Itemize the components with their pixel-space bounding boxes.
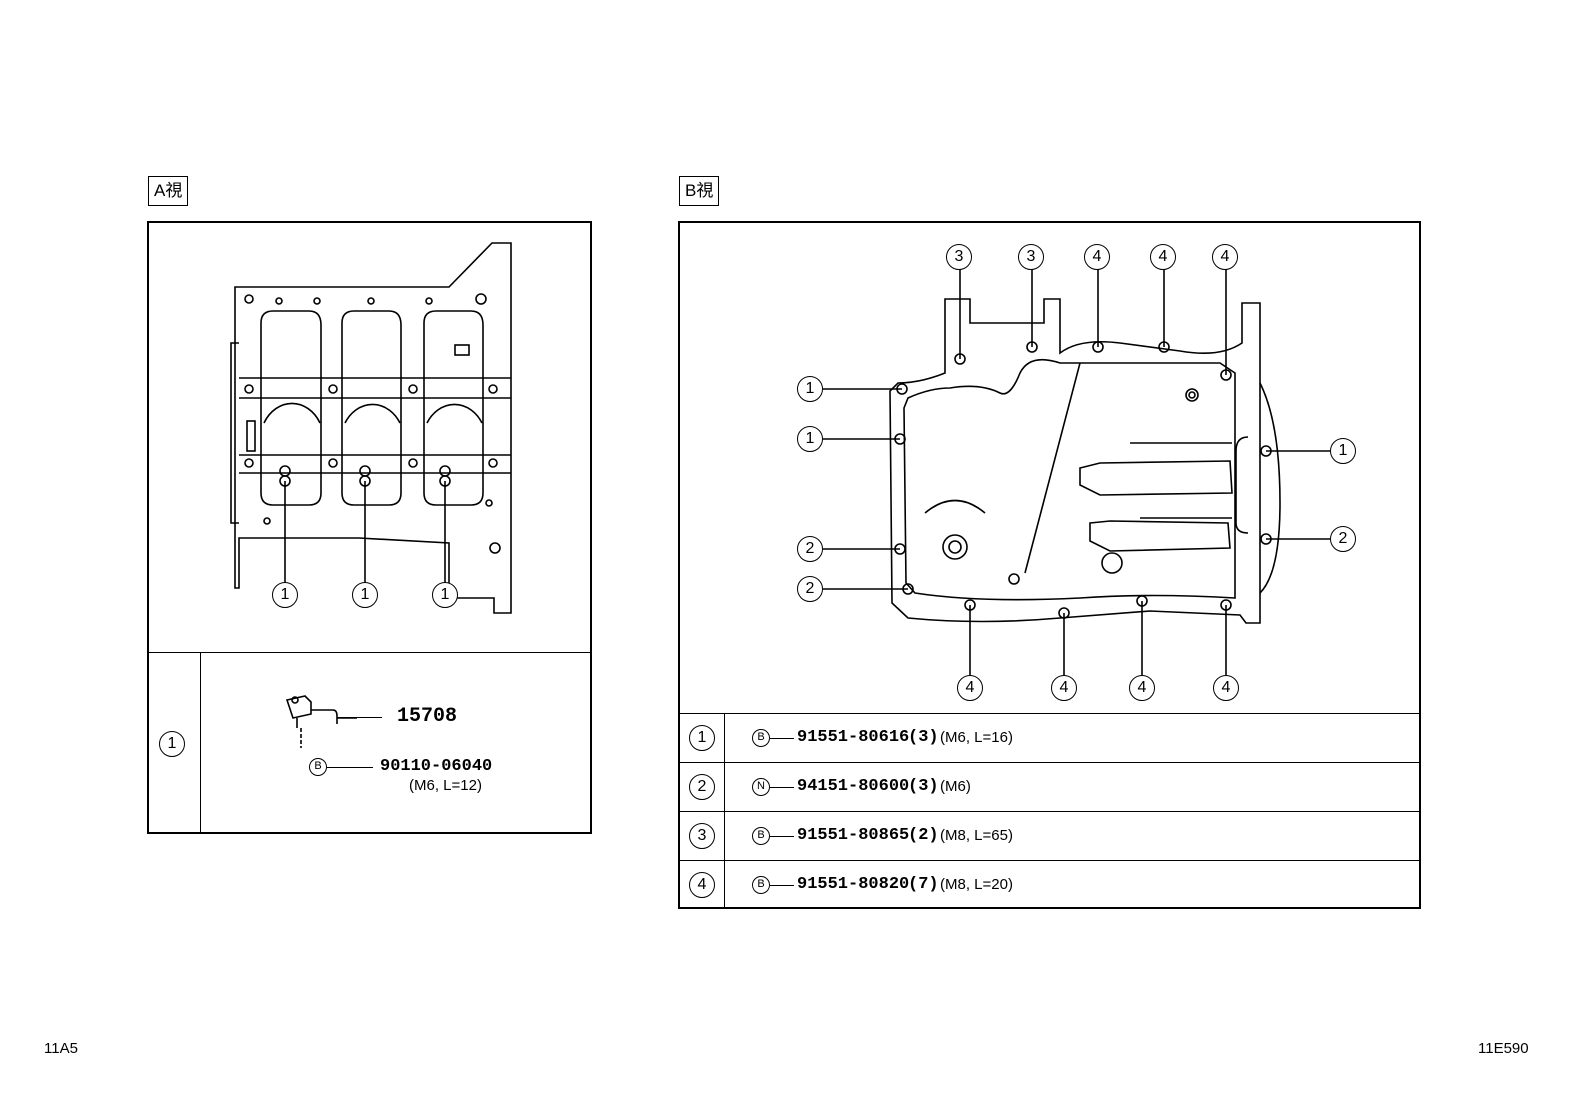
view-b-callout-top-4: 4 [1150,244,1176,270]
view-b-callout-bottom-3: 4 [1129,675,1155,701]
view-b-callout-top-1: 3 [946,244,972,270]
footer-left-code: 11A5 [44,1040,78,1057]
legend-part: 91551-80820 [797,875,910,894]
legend-part: 91551-80865 [797,826,910,845]
legend-index: 4 [689,872,715,898]
legend-index: 2 [689,774,715,800]
oil-pipe-icon [285,695,357,748]
view-b-callout-bottom-1: 4 [957,675,983,701]
view-a-detail-row: 1 15708 B 90110-06040 (M6, L=12) [149,652,590,834]
view-a-callout-2: 1 [352,582,378,608]
legend-index: 3 [689,823,715,849]
oil-pan-drawing [823,269,1330,675]
legend-marker: B [752,827,770,845]
view-a-detail-index: 1 [159,731,185,757]
legend-row-3: 3 B 91551-80865 (2) (M8, L=65) [680,811,1419,860]
view-b-callout-left-3: 2 [797,536,823,562]
footer-right-code: 11E590 [1478,1040,1529,1057]
legend-spec: (M6, L=16) [940,729,1013,746]
legend-marker: B [752,729,770,747]
view-b-callout-bottom-2: 4 [1051,675,1077,701]
legend-spec: (M8, L=65) [940,827,1013,844]
view-a-bolt-part: 90110-06040 [380,757,493,776]
cylinder-block-drawing [230,242,512,614]
legend-qty: (3) [908,728,939,747]
view-a-bolt-marker: B [309,758,327,776]
view-b-callout-bottom-4: 4 [1213,675,1239,701]
legend-qty: (2) [908,826,939,845]
legend-marker: B [752,876,770,894]
legend-qty: (7) [908,875,939,894]
legend-part: 94151-80600 [797,777,910,796]
view-b-panel: 3 3 4 4 4 1 1 2 2 1 2 4 4 4 4 1 B 91551-… [678,221,1421,909]
view-a-callout-3: 1 [432,582,458,608]
view-a-label: A視 [148,176,189,206]
legend-index: 1 [689,725,715,751]
legend-part: 91551-80616 [797,728,910,747]
view-b-callout-top-5: 4 [1212,244,1238,270]
legend-row-2: 2 N 94151-80600 (3) (M6) [680,762,1419,811]
legend-row-4: 4 B 91551-80820 (7) (M8, L=20) [680,860,1419,909]
view-b-callout-top-3: 4 [1084,244,1110,270]
legend-qty: (3) [908,777,939,796]
view-b-callout-left-1: 1 [797,376,823,402]
legend-row-1: 1 B 91551-80616 (3) (M6, L=16) [680,713,1419,762]
legend-spec: (M8, L=20) [940,876,1013,893]
legend-marker: N [752,778,770,796]
view-b-callout-right-2: 2 [1330,526,1356,552]
view-b-callout-left-4: 2 [797,576,823,602]
view-a-panel: 1 1 1 1 15708 B 90110-06040 (M6, L=12) [147,221,592,834]
view-b-callout-right-1: 1 [1330,438,1356,464]
view-b-callout-left-2: 1 [797,426,823,452]
view-a-callout-1: 1 [272,582,298,608]
view-b-label: B視 [679,176,720,206]
view-b-callout-top-2: 3 [1018,244,1044,270]
view-a-part-main: 15708 [397,705,458,728]
legend-spec: (M6) [940,778,971,795]
view-a-bolt-spec: (M6, L=12) [409,777,482,794]
